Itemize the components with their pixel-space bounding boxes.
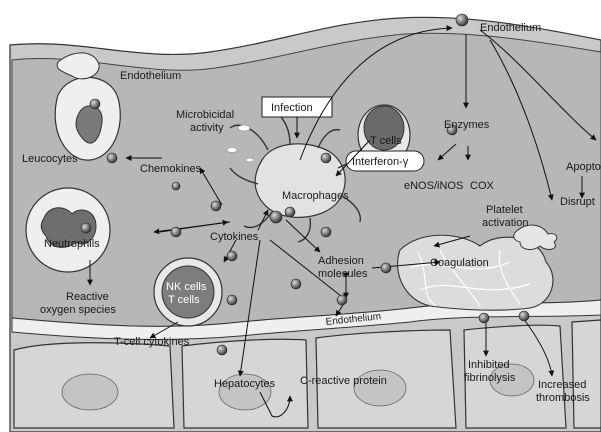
label-endothelium-left: Endothelium [120, 70, 181, 82]
label-platelet-1: Platelet [486, 204, 523, 216]
label-apoptosis: Apopto [566, 161, 601, 173]
label-coagulation: Coagulation [430, 257, 489, 269]
label-tcell-cytokines: T-cell cytokines [114, 336, 190, 348]
label-adhesion-1: Adhesion [318, 255, 364, 267]
label-increased-1: Increased [538, 379, 586, 391]
label-endothelium-top: Endothelium [480, 22, 541, 34]
label-microbicidal-2: activity [190, 122, 224, 134]
label-ros-1: Reactive [66, 291, 109, 303]
label-infection: Infection [271, 102, 313, 114]
label-enos: eNOS/iNOS [404, 180, 463, 192]
label-adhesion-2: molecules [318, 268, 368, 280]
label-disruption: Disrupt [560, 196, 595, 208]
label-interferon: Interferon-γ [352, 156, 409, 168]
label-inhibited-2: fibrinolysis [464, 372, 516, 384]
label-increased-2: thrombosis [536, 392, 590, 404]
label-cox: COX [470, 180, 495, 192]
label-microbicidal-1: Microbicidal [176, 109, 234, 121]
label-hepatocytes: Hepatocytes [214, 378, 276, 390]
label-inhibited-1: Inhibited [468, 359, 510, 371]
label-cytokines: Cytokines [210, 231, 259, 243]
label-neutrophils: Neutrophils [44, 238, 100, 250]
label-nk-cells: NK cells [166, 281, 207, 293]
label-enzymes: Enzymes [444, 119, 490, 131]
label-macrophages: Macrophages [282, 190, 349, 202]
label-nk-t-cells: T cells [168, 294, 200, 306]
label-ros-2: oxygen species [40, 304, 116, 316]
label-t-cells: T cells [370, 135, 402, 147]
label-crp: C-reactive protein [300, 375, 387, 387]
label-chemokines: Chemokines [140, 163, 202, 175]
label-leucocytes: Leucocytes [22, 153, 78, 165]
label-platelet-2: activation [482, 217, 528, 229]
